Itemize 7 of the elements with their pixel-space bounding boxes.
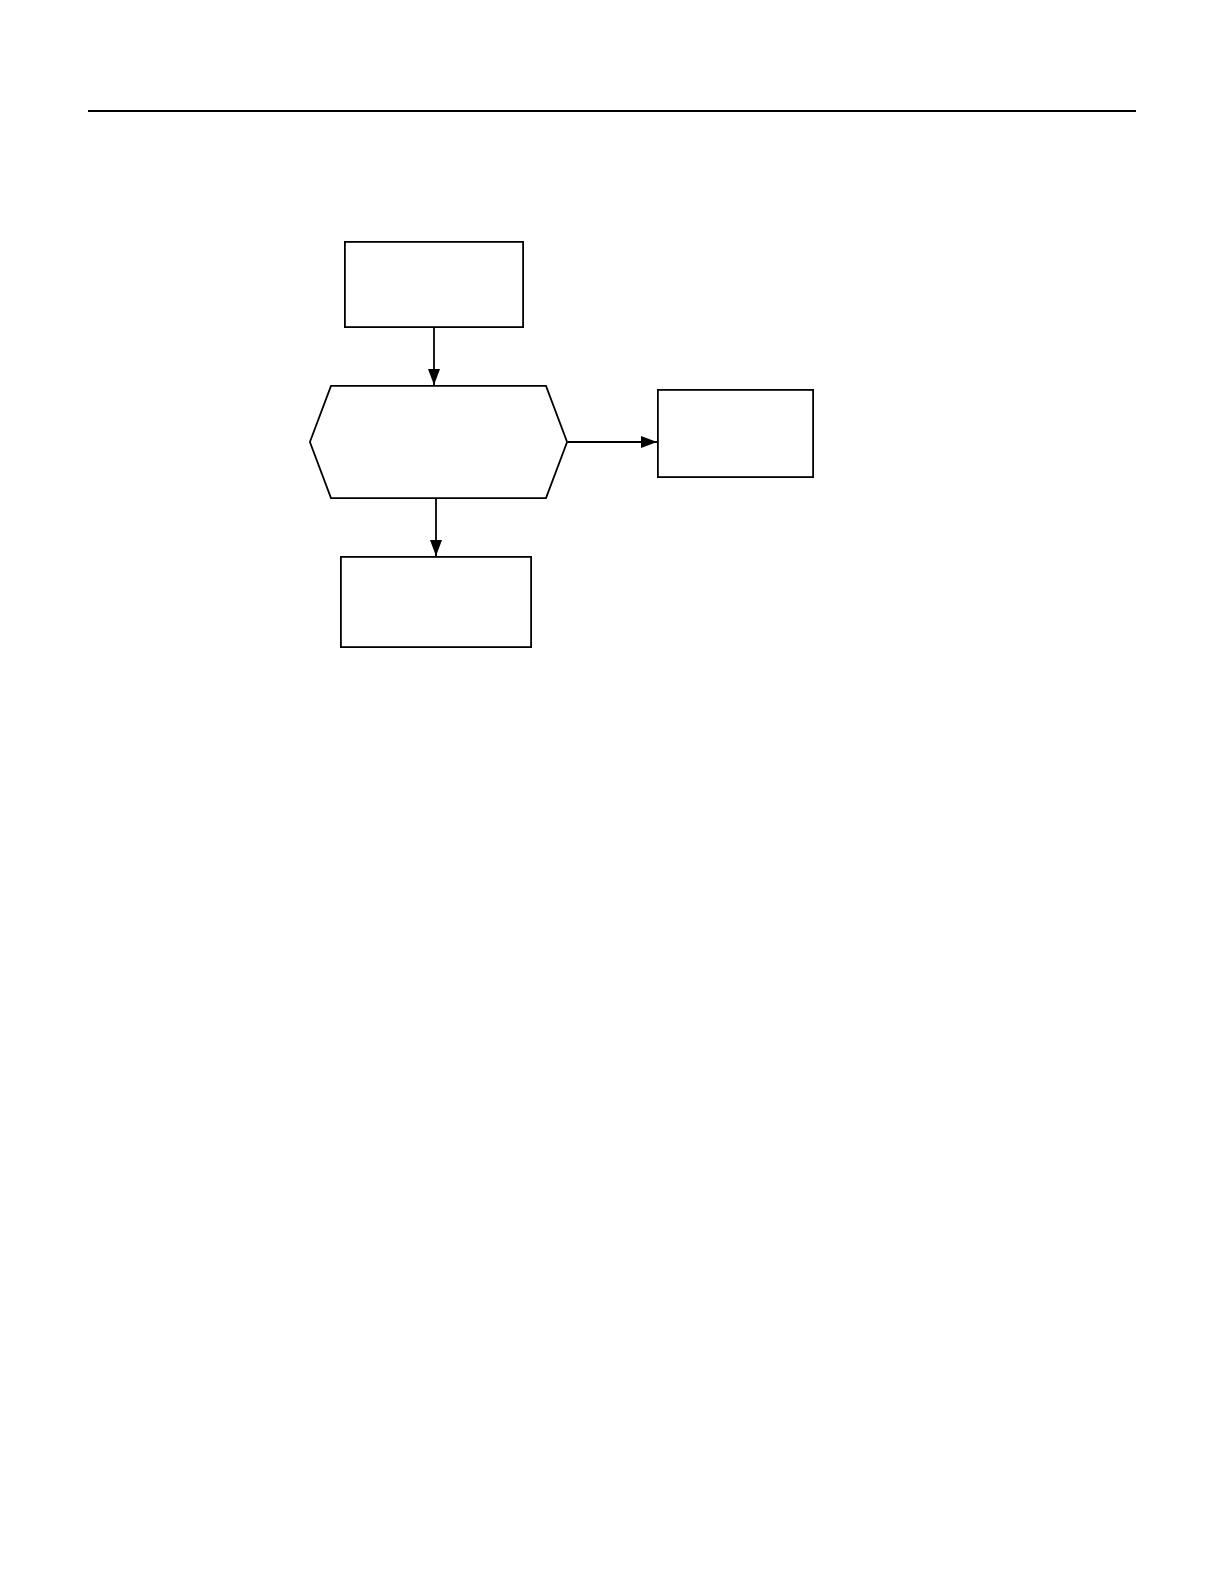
arrow: [430, 498, 442, 557]
process-box: [340, 556, 532, 648]
arrow: [428, 327, 440, 386]
arrow: [567, 436, 658, 448]
process-box: [344, 241, 524, 328]
preparation-hexagon: [309, 385, 568, 499]
process-box: [657, 389, 814, 478]
